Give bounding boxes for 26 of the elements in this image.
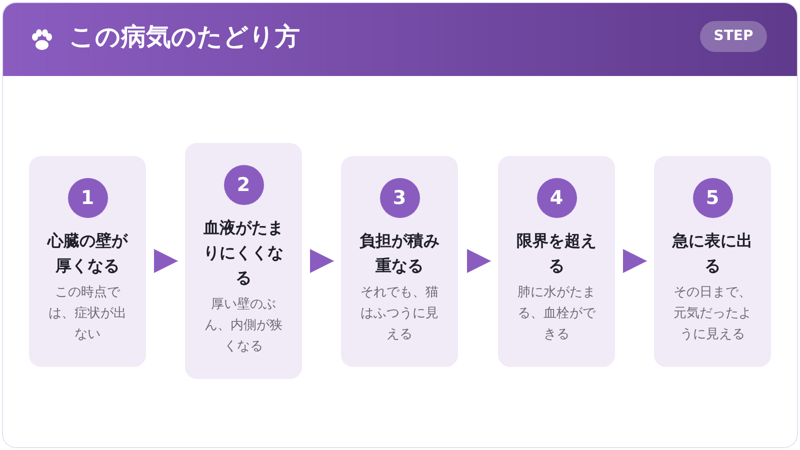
step-card [185,143,302,379]
arrow [623,249,648,273]
step-number: 2 [224,165,264,205]
step-heading: 急に表に出る [671,230,754,276]
step-description: その日まで、元気だったように見える [672,284,752,344]
step-number: 4 [536,178,576,218]
step-description: 肺に水がたまる、血栓ができる [516,284,596,344]
step-card [341,156,458,366]
step-description: 厚い壁のぶん、内側が狭くなる [204,296,284,356]
step-number: 5 [692,178,732,218]
step-heading: 血液がたまりにくくなる [202,217,284,289]
arrow [310,249,334,273]
step-description: この時点では、症状が出ない [48,284,128,344]
step-card [29,156,146,366]
step-heading: 心臓の壁が厚くなる [46,230,129,276]
arrow [466,249,492,273]
step-number: 3 [380,178,420,218]
step-badge: STEP [700,21,767,52]
arrow [154,249,178,273]
step-number: 1 [68,178,108,218]
title: この病気のたどり方 [69,21,300,53]
step-heading: 負担が積み重なる [358,230,440,276]
step-heading: 限界を超える [516,230,598,276]
step-card [498,156,615,366]
step-card [654,156,771,366]
step-description: それでも、猫はふつうに見える [360,284,440,344]
